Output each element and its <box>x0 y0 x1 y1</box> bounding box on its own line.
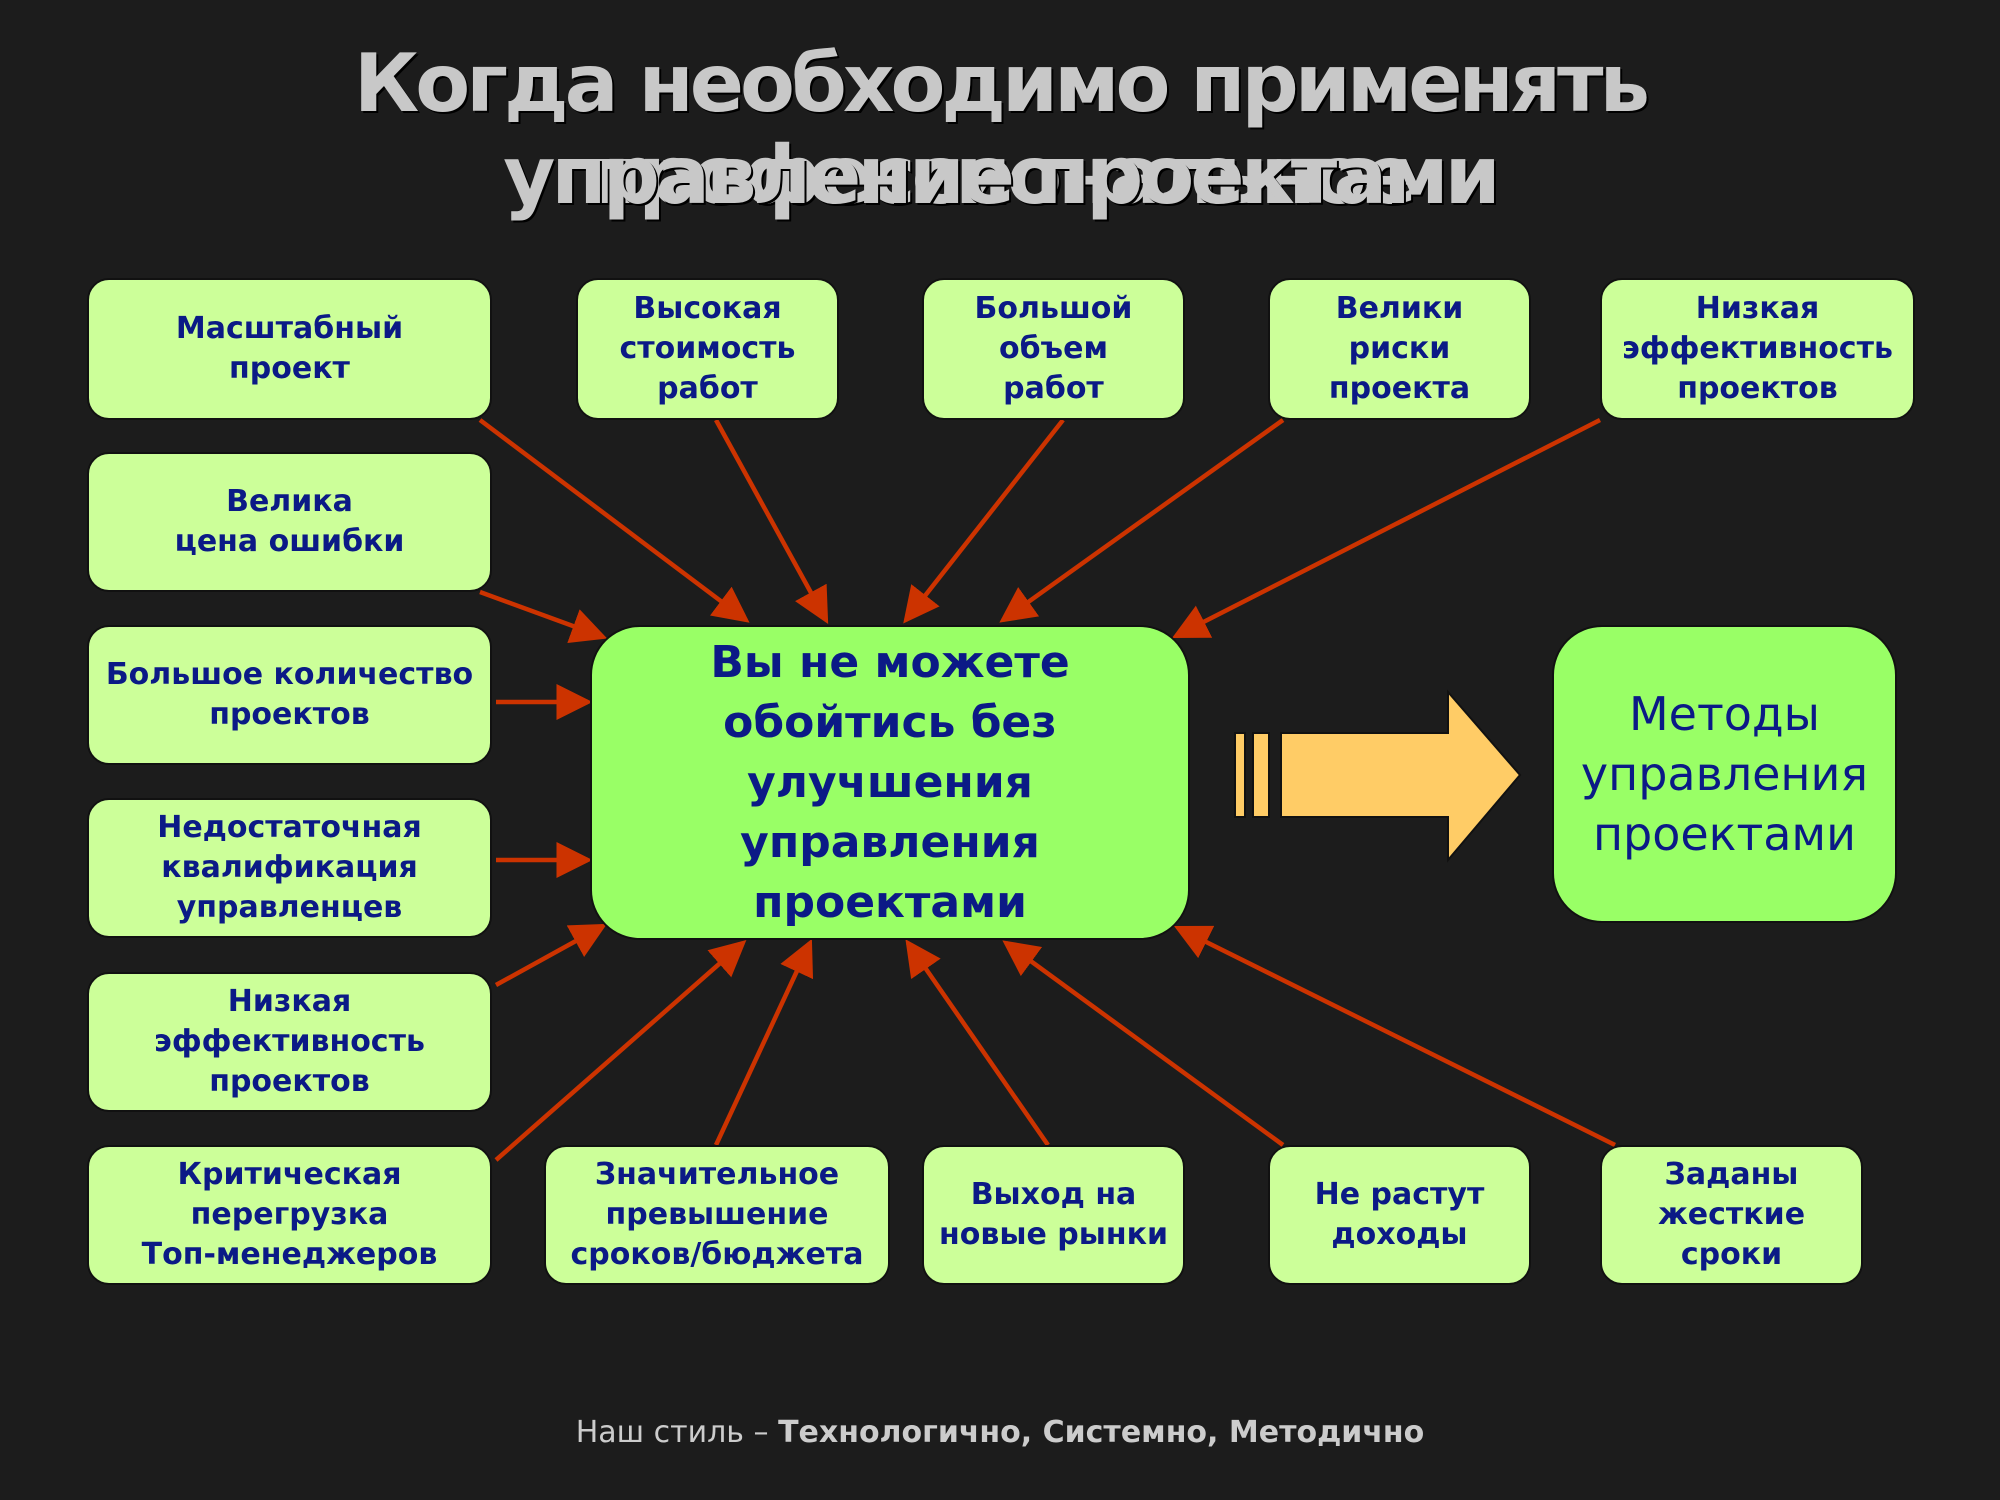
factor-error-cost: Велика цена ошибки <box>87 452 492 592</box>
factor-no-income-growth: Не растут доходы <box>1268 1145 1531 1285</box>
factor-high-cost: Высокая стоимость работ <box>576 278 839 420</box>
factor-large-volume: Большой объем работ <box>922 278 1185 420</box>
slide-title-line-1: Когда необходимо применять профессиональ… <box>353 37 1650 222</box>
arrow-top-4 <box>999 418 1285 623</box>
factor-many-projects: Большое количество проектов <box>87 625 492 765</box>
arrow-top-5 <box>1171 417 1602 639</box>
footer-tagline: Наш стиль – Технологично, Системно, Мето… <box>0 1415 2000 1450</box>
arrow-bottom-1 <box>494 940 747 1162</box>
factor-top-manager-overload: Критическая перегрузка Топ-менеджеров <box>87 1145 492 1285</box>
factor-low-efficiency-left: Низкая эффективность проектов <box>87 972 492 1112</box>
arrow-top-2 <box>714 418 829 624</box>
slide-title-line-2: управление проектами <box>503 129 1500 222</box>
result-methods: Методы управления проектами <box>1552 625 1897 923</box>
arrow-bottom-5 <box>1173 925 1617 1148</box>
factor-hard-deadlines: Заданы жесткие сроки <box>1600 1145 1863 1285</box>
arrow-top-1 <box>478 418 750 623</box>
arrow-bottom-3 <box>905 939 1050 1147</box>
footer-emphasis: Технологично, Системно, Методично <box>778 1415 1425 1450</box>
factor-large-project: Масштабный проект <box>87 278 492 420</box>
arrow-left-1 <box>479 589 608 644</box>
factor-high-risks: Велики риски проекта <box>1268 278 1531 420</box>
factor-low-efficiency-top: Низкая эффективность проектов <box>1600 278 1915 420</box>
arrow-bottom-2 <box>713 938 814 1146</box>
footer-prefix: Наш стиль – <box>575 1415 779 1450</box>
central-statement: Вы не можете обойтись без улучшения упра… <box>590 625 1190 940</box>
arrow-left-4 <box>494 923 607 987</box>
arrow-top-3 <box>903 418 1065 624</box>
factor-new-markets: Выход на новые рынки <box>922 1145 1185 1285</box>
arrow-bottom-4 <box>1002 940 1285 1147</box>
big-right-arrow <box>1234 689 1522 863</box>
factor-low-qualification: Недостаточная квалификация управленцев <box>87 798 492 938</box>
factor-deadline-budget-overrun: Значительное превышение сроков/бюджета <box>544 1145 890 1285</box>
